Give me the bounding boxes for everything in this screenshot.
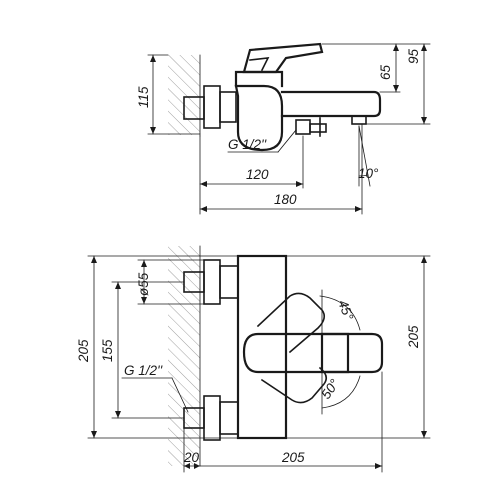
side-spout [280, 90, 382, 118]
side-thread-label: G 1/2'' [228, 137, 267, 152]
angle-10-arc [358, 174, 369, 177]
side-eccentric-nut [203, 85, 221, 129]
side-diverter-stem [295, 119, 311, 135]
dim-205r-label: 205 [406, 325, 421, 349]
side-thread-leader-diag [277, 129, 297, 153]
dim-205l-label: 205 [76, 339, 91, 363]
dim-120-label: 120 [246, 167, 269, 182]
front-lower-nut [203, 395, 221, 441]
angle-50-arc [321, 375, 361, 409]
side-lever [242, 42, 324, 74]
dim-20-label: 20 [183, 450, 200, 465]
angle-45-arc [319, 295, 361, 331]
dim-dia55-label: ø55 [136, 272, 151, 296]
dim-95-label: 95 [406, 48, 421, 64]
dim-115-label: 115 [136, 86, 151, 108]
dim-155-label: 155 [100, 339, 115, 362]
front-handle [242, 332, 384, 374]
dim-205b-label: 205 [281, 450, 305, 465]
front-view: 45° 50° 205 155 ø55 G 1/2'' 20 [76, 245, 431, 473]
side-wall-hatch [168, 55, 200, 135]
front-body [236, 254, 288, 440]
front-lever-face [320, 332, 350, 374]
front-thread-leader-diag [171, 377, 189, 413]
side-connector [219, 91, 237, 123]
dim-180-label: 180 [274, 192, 297, 207]
side-body-top [234, 70, 284, 88]
front-thread-label: G 1/2'' [124, 363, 163, 378]
front-upper-connector [219, 265, 239, 299]
front-lever-rot2 [260, 366, 328, 404]
front-lever-rot1 [256, 292, 326, 354]
front-upper-nut [203, 259, 221, 305]
angle-10-ray [358, 125, 371, 187]
front-lower-connector [219, 401, 239, 435]
angle-45-label: 45° [335, 298, 356, 323]
angle-10-label: 10° [358, 166, 379, 181]
side-aerator [351, 115, 367, 125]
dim-65-label: 65 [378, 64, 393, 80]
side-view: 115 95 65 G 1/2'' 120 180 [136, 42, 431, 215]
side-body [234, 84, 284, 152]
side-lever-inner [249, 57, 270, 72]
side-diverter-knob [309, 123, 327, 133]
